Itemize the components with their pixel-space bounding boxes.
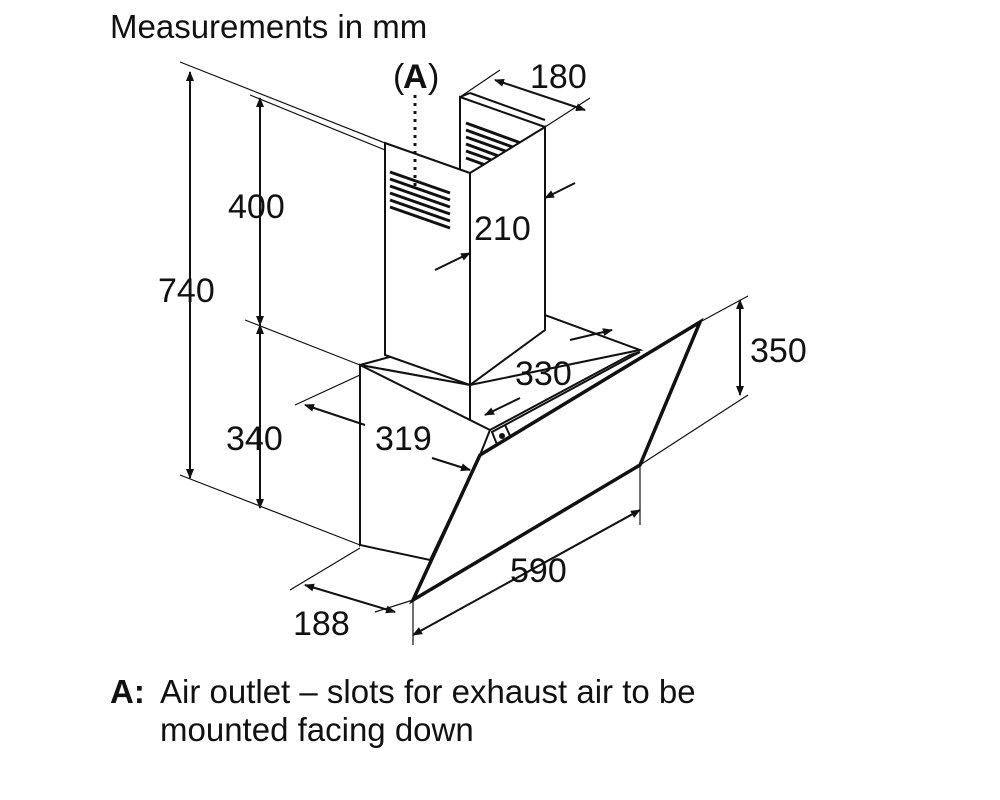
dim-chimney-depth: 210 bbox=[474, 210, 531, 248]
legend-line-1: Air outlet – slots for exhaust air to be bbox=[160, 673, 696, 710]
dim-depth: 319 bbox=[375, 420, 432, 458]
dimension-lines bbox=[179, 61, 749, 645]
dim-width: 590 bbox=[510, 552, 567, 590]
dim-chimney-height: 400 bbox=[228, 188, 285, 226]
outlet-label-open: ( bbox=[393, 58, 405, 96]
dim-total-height: 740 bbox=[158, 272, 215, 310]
dim-base-depth: 188 bbox=[293, 605, 350, 643]
hood-drawing bbox=[359, 92, 704, 605]
chimney-side-panel bbox=[469, 125, 546, 387]
legend-key: A: bbox=[110, 673, 145, 710]
outlet-label-letter: A bbox=[403, 58, 428, 96]
dim-body-height: 340 bbox=[226, 420, 283, 458]
dim-chimney-width: 180 bbox=[530, 58, 587, 96]
chimney-front-panel bbox=[384, 141, 471, 387]
diagram-title: Measurements in mm bbox=[110, 8, 427, 45]
dim-body-width: 330 bbox=[515, 355, 572, 393]
dim-glass-height: 350 bbox=[750, 332, 807, 370]
front-vent-slots bbox=[389, 170, 451, 230]
legend-line-2: mounted facing down bbox=[160, 711, 474, 748]
outlet-label-close: ) bbox=[428, 58, 439, 96]
